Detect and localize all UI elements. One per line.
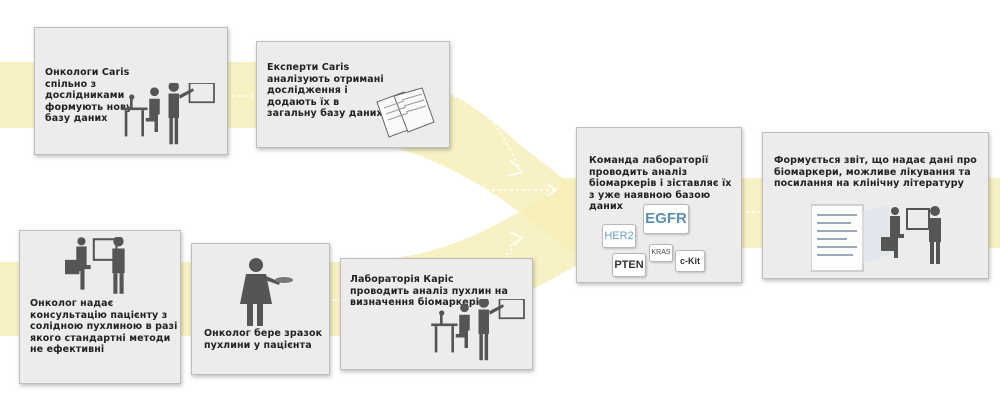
step-text: Онколог бере зразок пухлини у пацієнта xyxy=(204,328,323,351)
report-icon xyxy=(811,204,941,272)
step-card-4: Онколог бере зразок пухлини у пацієнта xyxy=(191,243,330,375)
biomarker-egfr: EGFR xyxy=(643,204,689,234)
doctor-icon xyxy=(240,258,293,326)
lab-icon xyxy=(431,299,525,361)
researchers-icon xyxy=(121,83,215,145)
flow-dashes xyxy=(220,95,760,301)
step-card-2: Експерти Caris аналізують отримані дослі… xyxy=(256,41,450,148)
step-card-3: Онколог надає консультацію пацієнту з со… xyxy=(19,230,181,384)
biomarker-ckit: c-Kit xyxy=(675,250,705,272)
step-text: Команда лабораторії проводить аналіз біо… xyxy=(589,155,732,212)
step-text: Онкологи Caris спільно з дослідниками фо… xyxy=(45,67,133,124)
flow-arrowheads xyxy=(507,159,558,247)
step-card-1: Онкологи Caris спільно з дослідниками фо… xyxy=(34,27,228,155)
step-card-7: Формується звіт, що надає дані про біома… xyxy=(762,132,989,279)
step-text: Формується звіт, що надає дані про біома… xyxy=(774,155,977,189)
step-text: Онколог надає консультацію пацієнту з со… xyxy=(30,298,178,355)
step-text: Лабораторія Каріс проводить аналіз пухли… xyxy=(350,274,508,308)
step-text: Експерти Caris аналізують отримані дослі… xyxy=(267,62,384,119)
biomarker-her2: HER2 xyxy=(602,224,636,248)
documents-icon xyxy=(376,87,435,138)
biomarker-kras: KRAS xyxy=(649,244,673,262)
biomarker-pten: PTEN xyxy=(612,253,646,277)
step-card-6: Команда лабораторії проводить аналіз біо… xyxy=(576,127,742,283)
step-card-5: Лабораторія Каріс проводить аналіз пухли… xyxy=(340,258,533,370)
consultation-icon xyxy=(65,237,125,294)
